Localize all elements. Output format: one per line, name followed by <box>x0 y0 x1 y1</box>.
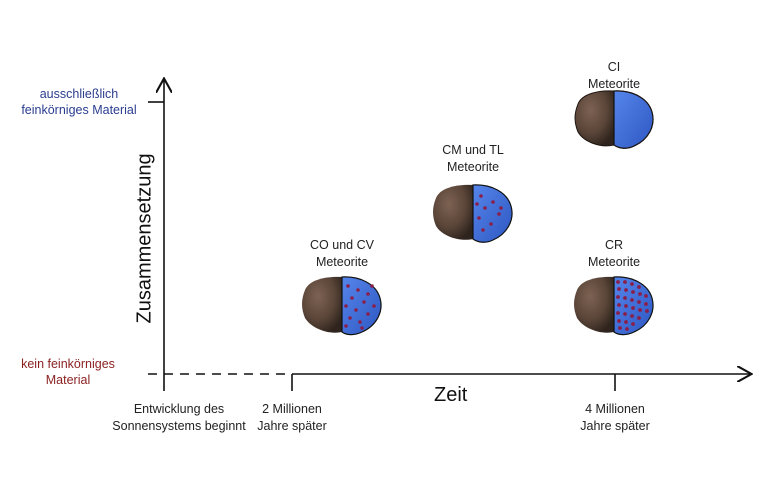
x-tick-label-2m: 2 Millionen Jahre später <box>257 402 327 433</box>
y-top-label-line1: ausschließlich <box>39 87 119 101</box>
y-axis-top-label: ausschließlich feinkörniges Material <box>4 86 154 118</box>
y-axis-title: Zusammensetzung <box>133 153 156 324</box>
meteorite-ci-image <box>574 90 654 149</box>
x-tick-label-start: Entwicklung des Sonnensystems beginnt <box>112 402 246 433</box>
y-bottom-label-line2: Material <box>45 373 91 387</box>
y-bottom-label-line1: kein feinkörniges <box>21 357 115 371</box>
y-axis-bottom-label: kein feinkörniges Material <box>0 356 136 388</box>
x-axis-title: Zeit <box>434 384 468 406</box>
meteorite-co-cv-label: CO und CV Meteorite <box>310 238 374 269</box>
x-tick-label-4m: 4 Millionen Jahre später <box>580 402 650 433</box>
meteorite-ci-label: CI Meteorite <box>587 60 641 91</box>
y-top-label-line2: feinkörniges Material <box>21 103 137 117</box>
meteorite-cr-label: CR Meteorite <box>587 238 641 269</box>
meteorite-cm-tl-label: CM und TL Meteorite <box>442 143 504 174</box>
meteorite-cr-image <box>574 276 654 336</box>
meteorite-cm-tl-image <box>433 184 513 243</box>
meteorite-co-cv-image <box>302 276 382 336</box>
